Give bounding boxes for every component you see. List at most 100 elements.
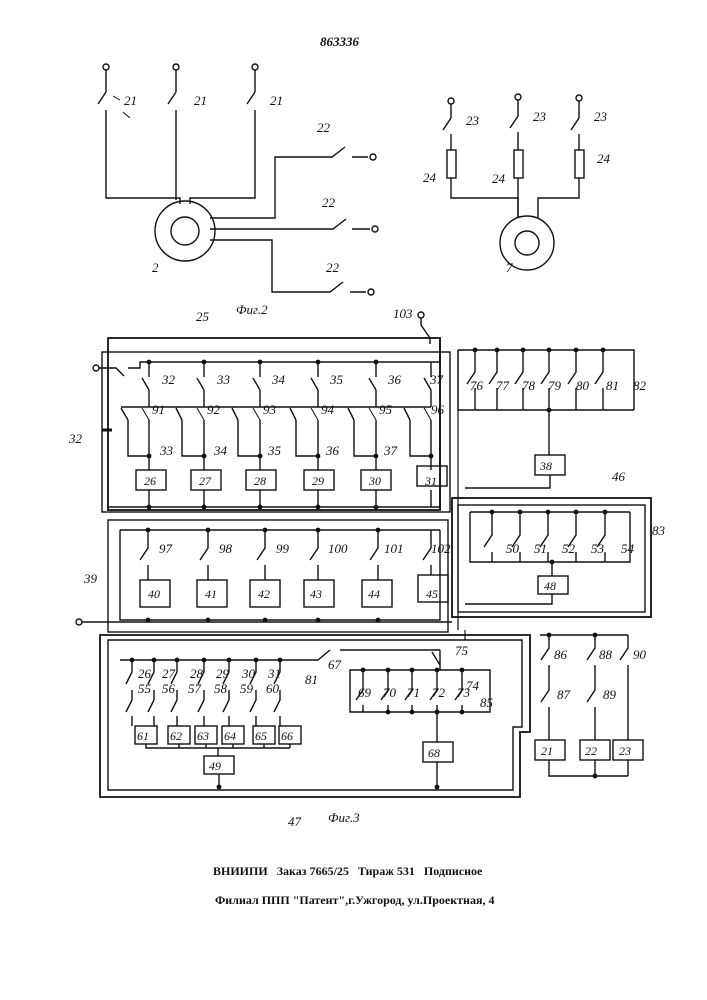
row1-top-contact-37: 37 [429,372,444,387]
row2-block-43: 43 [310,587,322,601]
row3-block-61: 61 [137,729,149,743]
fig2-switch-22-label-a: 22 [317,120,331,135]
row1-top-contact-35: 35 [329,372,344,387]
row3-block-64: 64 [224,729,236,743]
mid-contact-72: 72 [432,685,446,700]
right-bottom-top-contact-88: 88 [599,647,613,662]
row3-upper-contact-30: 30 [241,666,256,681]
panel-25-inner-frame [108,338,440,510]
row3-upper-contact-29: 29 [216,666,230,681]
row2-contact-99: 99 [276,541,290,556]
right-top-contact-79: 79 [548,378,562,393]
row1-mid-contact-94: 94 [321,402,335,417]
row3-lower-contact-56: 56 [162,681,176,696]
fig3-caption: Фиг.3 [328,810,360,825]
row1-bottom-contact-33: 33 [159,443,174,458]
panel-46-label: 46 [612,469,626,484]
switch-103-label: 103 [393,306,413,321]
panel-47-label: 47 [288,814,302,829]
row2-contact-102: 102 [431,541,451,556]
row3-lower-contact-59: 59 [240,681,254,696]
fig2-resistor-24-label-a: 24 [423,170,437,185]
fig2-switch-22-label-c: 22 [326,260,340,275]
footer-org: ВНИИПИ [213,864,268,878]
row3-block-66: 66 [281,729,293,743]
right-bottom-mid-contact-87: 87 [557,687,571,702]
row1-bottom-contact-36: 36 [325,443,340,458]
fig2-switch-23-label-c: 23 [594,109,608,124]
row2-contact-98: 98 [219,541,233,556]
row3-block-63: 63 [197,729,209,743]
row1-top-contact-34: 34 [271,372,286,387]
footer-line-2: Филиал ППП "Патент",г.Ужгород, ул.Проект… [215,893,494,908]
row1-block-30: 30 [368,474,381,488]
row2-block-41: 41 [205,587,217,601]
row2-block-40: 40 [148,587,160,601]
panel46-contact-50: 50 [506,541,520,556]
panel-39-label: 39 [83,571,98,586]
right-top-contact-82: 82 [633,378,647,393]
mid-contact-74: 74 [466,678,480,693]
row2-contact-97: 97 [159,541,173,556]
block-48-label: 48 [544,579,556,593]
row2-contact-101: 101 [384,541,404,556]
right-bottom-block-23: 23 [619,744,631,758]
panel46-contact-51: 51 [534,541,547,556]
row1-mid-contact-91: 91 [152,402,165,417]
motor-2-outer-ring [155,201,215,261]
row3-upper-contact-26: 26 [138,666,152,681]
right-bottom-block-22: 22 [585,744,597,758]
right-top-contact-81: 81 [606,378,619,393]
fig2-switch-21-label-b: 21 [194,93,207,108]
row1-block-28: 28 [254,474,266,488]
row1-bottom-contact-34: 34 [213,443,228,458]
row3-lower-contact-55: 55 [138,681,152,696]
block-49-label: 49 [209,759,221,773]
row1-top-contact-36: 36 [387,372,402,387]
panel46-contact-54: 54 [621,541,635,556]
fig2-resistor-24-label-c: 24 [597,151,611,166]
row2-block-42: 42 [258,587,270,601]
switch-67-label: 67 [328,657,342,672]
row1-mid-contact-95: 95 [379,402,393,417]
right-bottom-block-21: 21 [541,744,553,758]
row1-block-29: 29 [312,474,324,488]
row1-mid-contact-92: 92 [207,402,221,417]
ref-83-label: 83 [652,523,666,538]
row2-block-45: 45 [426,587,438,601]
row1-bottom-contact-35: 35 [267,443,282,458]
row1-block-27: 27 [199,474,212,488]
right-top-contact-76: 76 [470,378,484,393]
right-bottom-top-contact-86: 86 [554,647,568,662]
row3-upper-contact-28: 28 [190,666,204,681]
row1-bottom-contact-37: 37 [383,443,398,458]
right-top-contact-77: 77 [496,378,510,393]
row3-lower-contact-58: 58 [214,681,228,696]
block-38-label: 38 [539,459,552,473]
fig3-panel-46 [452,498,651,617]
fig2-switch-23-label-a: 23 [466,113,480,128]
row1-mid-contact-93: 93 [263,402,277,417]
panel46-contact-53: 53 [591,541,605,556]
panel-25-label: 25 [196,309,210,324]
fig2-caption: Фиг.2 [236,302,268,317]
footer-order: Заказ 7665/25 [277,864,349,878]
fig3-panel-39 [76,520,452,632]
fig2-motor-7-circuit [443,94,584,270]
mid-contact-70: 70 [383,685,397,700]
row1-block-31: 31 [424,474,437,488]
mid-contact-71: 71 [407,685,420,700]
generated-reference-labels: 3233343536379192939495963334353637262728… [137,372,647,758]
footer-circulation: Тираж 531 [358,864,415,878]
row3-upper-contact-31: 31 [267,666,281,681]
right-top-contact-78: 78 [522,378,536,393]
row3-block-65: 65 [255,729,267,743]
fig2-switch-22-label-b: 22 [322,195,336,210]
right-bottom-mid-contact-89: 89 [603,687,617,702]
motor-2-rotor [171,217,199,245]
fig2-switch-21-label-c: 21 [270,93,283,108]
row1-top-contact-32: 32 [161,372,176,387]
right-bottom-top-contact-90: 90 [633,647,647,662]
row1-mid-contact-96: 96 [431,402,445,417]
